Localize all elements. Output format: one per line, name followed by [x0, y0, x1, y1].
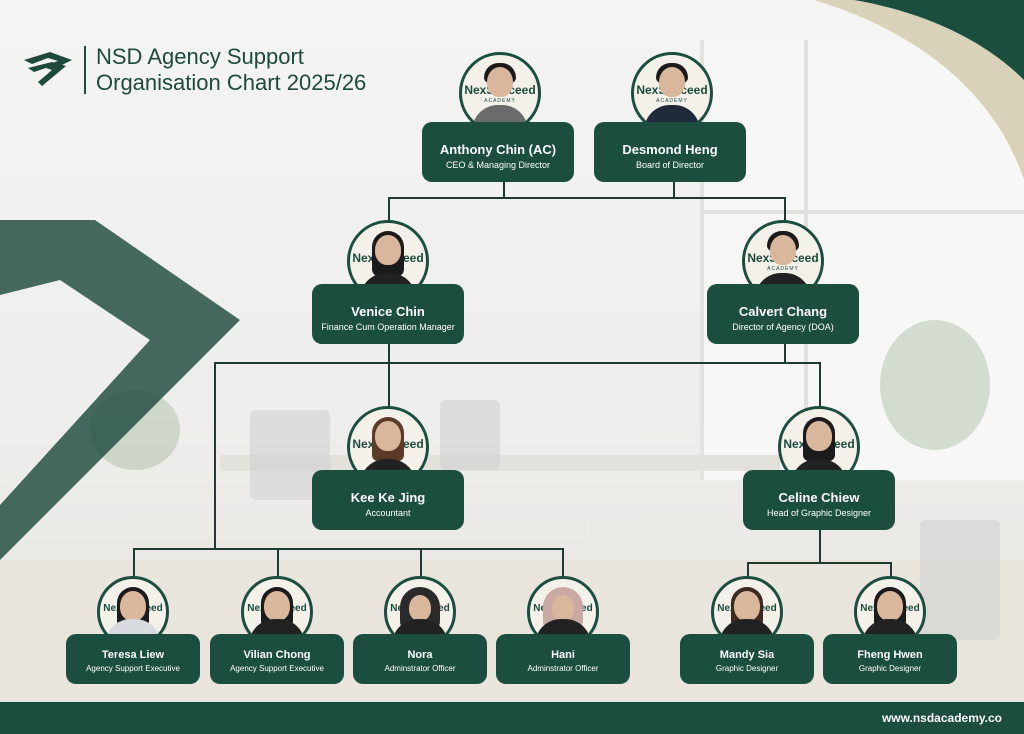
connector-line: [388, 197, 786, 199]
person-card: Anthony Chin (AC) CEO & Managing Directo…: [422, 122, 574, 182]
connector-line: [388, 197, 390, 221]
title-divider: [84, 46, 86, 94]
person-role: Graphic Designer: [680, 664, 814, 673]
nsd-logo-icon: [22, 50, 74, 88]
person-node-fheng: NexSucceed ACADEMY Fheng Hwen Graphic De…: [823, 634, 957, 684]
connector-line: [214, 362, 216, 548]
connector-line: [388, 342, 390, 408]
person-node-hani: NexSucceed ACADEMY Hani Adminstrator Off…: [496, 634, 630, 684]
corner-swoosh-decoration: [794, 0, 1024, 180]
avatar-head: [487, 67, 513, 97]
person-role: Head of Graphic Designer: [743, 508, 895, 518]
person-name: Anthony Chin (AC): [422, 142, 574, 158]
footer-bar: www.nsdacademy.co: [0, 702, 1024, 734]
person-node-teresa: NexSucceed ACADEMY Teresa Liew Agency Su…: [66, 634, 200, 684]
page-title: NSD Agency Support Organisation Chart 20…: [96, 44, 366, 96]
connector-line: [747, 562, 749, 576]
person-name: Celine Chiew: [743, 490, 895, 506]
avatar-head: [770, 235, 796, 265]
person-card: Mandy Sia Graphic Designer: [680, 634, 814, 684]
title-line-1: NSD Agency Support: [96, 44, 366, 70]
person-role: Board of Director: [594, 160, 746, 170]
person-name: Fheng Hwen: [823, 648, 957, 662]
person-role: Adminstrator Officer: [496, 664, 630, 673]
connector-line: [420, 548, 422, 576]
person-card: Venice Chin Finance Cum Operation Manage…: [312, 284, 464, 344]
person-card: Celine Chiew Head of Graphic Designer: [743, 470, 895, 530]
background-plant: [880, 320, 990, 450]
person-role: CEO & Managing Director: [422, 160, 574, 170]
avatar-head: [375, 235, 401, 265]
person-role: Agency Support Executive: [66, 664, 200, 673]
person-name: Nora: [353, 648, 487, 662]
watermark-subtext: ACADEMY: [745, 266, 821, 272]
avatar-head: [264, 591, 290, 621]
connector-line: [819, 362, 821, 408]
watermark-subtext: ACADEMY: [462, 98, 538, 104]
website-link[interactable]: www.nsdacademy.co: [882, 711, 1002, 725]
connector-line: [277, 548, 279, 576]
connector-line: [562, 548, 564, 576]
connector-line: [133, 548, 564, 550]
person-node-keekejing: NexSucceed ACADEMY Kee Ke Jing Accountan…: [312, 470, 464, 530]
avatar-head: [734, 591, 760, 621]
person-node-venice: NexSucceed ACADEMY Venice Chin Finance C…: [312, 284, 464, 344]
person-name: Desmond Heng: [594, 142, 746, 158]
person-role: Graphic Designer: [823, 664, 957, 673]
person-node-vilian: NexSucceed ACADEMY Vilian Chong Agency S…: [210, 634, 344, 684]
watermark-subtext: ACADEMY: [634, 98, 710, 104]
person-role: Finance Cum Operation Manager: [312, 322, 464, 332]
person-name: Venice Chin: [312, 304, 464, 320]
person-role: Agency Support Executive: [210, 664, 344, 673]
connector-line: [784, 342, 786, 362]
avatar-head: [409, 595, 431, 621]
person-node-mandy: NexSucceed ACADEMY Mandy Sia Graphic Des…: [680, 634, 814, 684]
person-card: Kee Ke Jing Accountant: [312, 470, 464, 530]
chevron-decoration: [0, 220, 240, 560]
avatar-head: [659, 67, 685, 97]
person-card: Nora Adminstrator Officer: [353, 634, 487, 684]
connector-line: [133, 548, 135, 576]
connector-line: [890, 562, 892, 576]
person-node-calvert: NexSucceed ACADEMY Calvert Chang Directo…: [707, 284, 859, 344]
person-card: Hani Adminstrator Officer: [496, 634, 630, 684]
person-name: Teresa Liew: [66, 648, 200, 662]
person-node-desmond: NexSucceed ACADEMY Desmond Heng Board of…: [594, 122, 746, 182]
person-role: Adminstrator Officer: [353, 664, 487, 673]
connector-line: [747, 562, 891, 564]
person-role: Director of Agency (DOA): [707, 322, 859, 332]
avatar-head: [806, 421, 832, 451]
person-card: Vilian Chong Agency Support Executive: [210, 634, 344, 684]
connector-line: [819, 528, 821, 562]
avatar-head: [877, 591, 903, 621]
avatar-head: [120, 591, 146, 621]
connector-line: [673, 182, 675, 198]
person-card: Fheng Hwen Graphic Designer: [823, 634, 957, 684]
person-name: Kee Ke Jing: [312, 490, 464, 506]
connector-line: [503, 182, 505, 198]
person-name: Hani: [496, 648, 630, 662]
avatar-head: [375, 421, 401, 451]
person-node-nora: NexSucceed ACADEMY Nora Adminstrator Off…: [353, 634, 487, 684]
background-chair: [440, 400, 500, 470]
connector-line: [214, 362, 820, 364]
person-card: Desmond Heng Board of Director: [594, 122, 746, 182]
background-chair: [920, 520, 1000, 640]
person-node-celine: NexSucceed ACADEMY Celine Chiew Head of …: [743, 470, 895, 530]
avatar-head: [552, 595, 574, 621]
person-name: Mandy Sia: [680, 648, 814, 662]
person-node-anthony: NexSucceed ACADEMY Anthony Chin (AC) CEO…: [422, 122, 574, 182]
title-line-2: Organisation Chart 2025/26: [96, 70, 366, 96]
person-role: Accountant: [312, 508, 464, 518]
person-card: Teresa Liew Agency Support Executive: [66, 634, 200, 684]
person-name: Calvert Chang: [707, 304, 859, 320]
person-card: Calvert Chang Director of Agency (DOA): [707, 284, 859, 344]
person-name: Vilian Chong: [210, 648, 344, 662]
connector-line: [784, 197, 786, 221]
